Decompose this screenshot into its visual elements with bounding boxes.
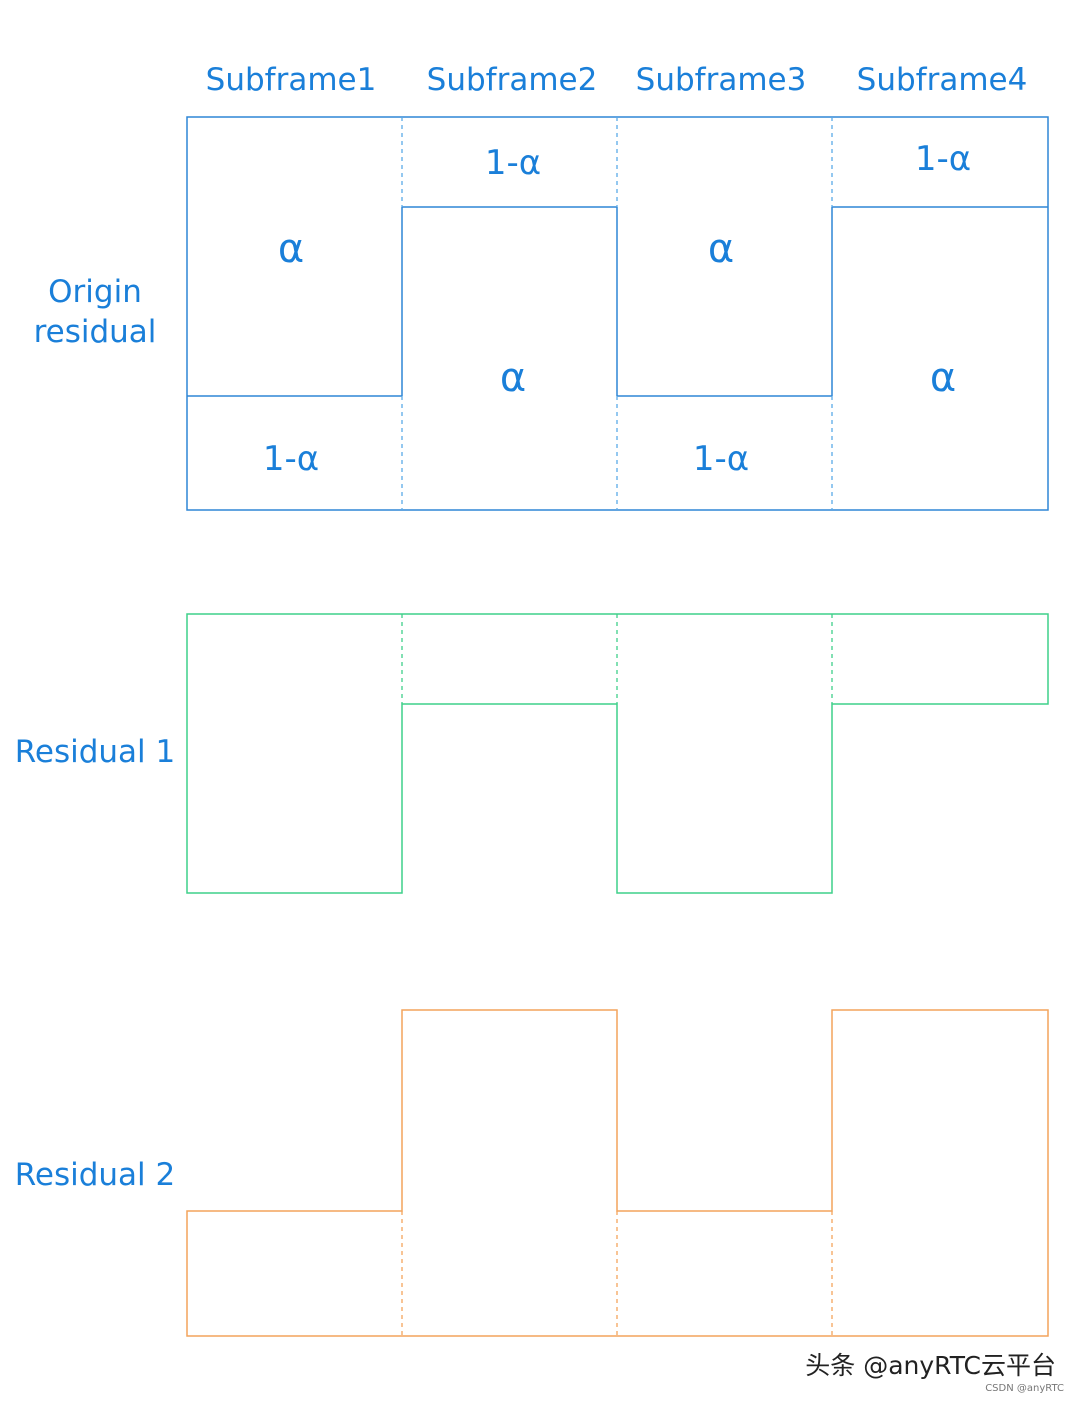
residual1-dashed-separators [401,614,833,704]
residual2-outline [186,1009,1049,1337]
sf1-alpha-label: α [278,226,304,272]
watermark-sub: CSDN @anyRTC [985,1383,1064,1394]
row-label-residual: residual [34,314,157,350]
header-subframe2: Subframe2 [427,62,598,98]
header-subframe4: Subframe4 [857,62,1028,98]
origin-dashed-separators [401,117,833,510]
sf1-one-minus-alpha-label: 1-α [263,439,319,479]
sf3-one-minus-alpha-label: 1-α [693,439,749,479]
sf2-alpha-label: α [500,355,526,401]
residual2-dashed-separators [401,1211,833,1336]
sf4-alpha-label: α [930,355,956,401]
sf4-one-minus-alpha-label: 1-α [915,139,971,179]
sf2-one-minus-alpha-label: 1-α [485,143,541,183]
header-subframe3: Subframe3 [636,62,807,98]
row-label-origin: Origin [48,274,142,310]
row-label-residual1: Residual 1 [15,734,176,770]
sf3-alpha-label: α [708,226,734,272]
watermark-main: 头条 @anyRTC云平台 [805,1351,1056,1380]
row-label-residual2: Residual 2 [15,1157,176,1193]
residual1-outline [186,613,1049,894]
header-subframe1: Subframe1 [206,62,377,98]
